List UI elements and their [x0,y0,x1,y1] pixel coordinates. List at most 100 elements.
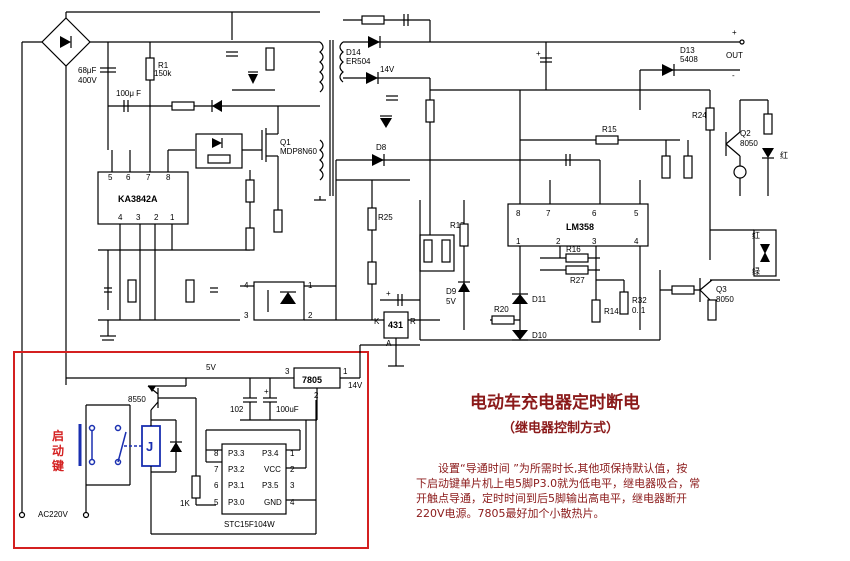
r17-label: R17 [450,221,465,230]
optocoupler: 4 3 1 2 [244,281,313,321]
mcu-pin-p33: P3.3 [228,449,245,458]
v14b-label: 14V [348,381,363,390]
svg-text:4: 4 [634,237,639,246]
svg-text:2: 2 [308,311,313,320]
bridge-rectifier [18,11,320,519]
svg-text:+: + [732,28,737,37]
svg-text:5: 5 [214,498,219,507]
r14-label: R14 [604,307,619,316]
svg-text:1: 1 [290,449,295,458]
mcu-pin-gnd: GND [264,498,282,507]
q1-label: Q1 [280,138,291,147]
svg-text:3: 3 [592,237,597,246]
svg-text:7: 7 [214,465,219,474]
mcu-pin-vcc: VCC [264,465,281,474]
d13-label: D13 [680,46,695,55]
svg-text:R: R [410,317,416,326]
diagram-subtitle: （继电器控制方式） [502,420,619,436]
pnp-8550-label: 8550 [128,395,146,404]
r20-label: R20 [494,305,509,314]
svg-text:3: 3 [136,213,141,222]
lm358-label: LM358 [566,222,594,232]
d11-label: D11 [532,295,547,304]
svg-text:3: 3 [244,311,249,320]
svg-text:4: 4 [290,498,295,507]
r1k-label: 1K [180,499,190,508]
d13-part: 5408 [680,55,698,64]
svg-text:6: 6 [214,481,219,490]
r16-label: R16 [566,245,581,254]
lm358-chip: LM358 8 7 6 5 1 2 3 4 [507,203,649,247]
cap-102-label: 102 [230,405,244,414]
svg-text:1: 1 [516,237,521,246]
svg-text:7: 7 [146,173,151,182]
svg-text:A: A [386,339,392,348]
r27-label: R27 [570,276,585,285]
svg-text:K: K [374,317,380,326]
tl431-label: 431 [388,320,403,330]
r1-label: R1 [158,61,169,70]
svg-text:1: 1 [170,213,175,222]
svg-text:+: + [386,289,391,298]
r32-label: R32 [632,296,647,305]
relay-timer-frame [13,351,369,549]
q2-label: Q2 [740,129,751,138]
svg-text:+: + [536,49,541,58]
cap-in-label: 68μF [78,66,97,75]
out-label: OUT [726,51,743,60]
svg-text:6: 6 [126,173,131,182]
note-line-2: 下启动键单片机上电5脚P3.0就为低电平，继电器吸合，常 [416,476,700,490]
q3-label: Q3 [716,285,727,294]
svg-text:2: 2 [556,237,561,246]
start-key-button[interactable] [78,424,96,466]
mcu-pin-p34: P3.4 [262,449,279,458]
ka3842a-label: KA3842A [118,194,158,204]
mcu-pin-p30: P3.0 [228,498,245,507]
svg-text:8: 8 [516,209,521,218]
svg-text:8: 8 [166,173,171,182]
mcu-pin-p32: P3.2 [228,465,245,474]
d10-label: D10 [532,331,547,340]
regulator-label: 7805 [302,375,322,385]
cap-100u-label: 100μ F [116,89,141,98]
svg-text:7: 7 [546,209,551,218]
v5-label: 5V [206,363,216,372]
r25-label: R25 [378,213,393,222]
svg-text:8: 8 [214,449,219,458]
green-led-label: 绿 [752,267,760,276]
r15-label: R15 [602,125,617,134]
d8-label: D8 [376,143,387,152]
relay-label: J [146,439,153,454]
d9-label: D9 [446,287,457,296]
d9-value: 5V [446,297,456,306]
svg-text:4: 4 [118,213,123,222]
svg-text:6: 6 [592,209,597,218]
d14-part: ER504 [346,57,371,66]
mcu-pin-p31: P3.1 [228,481,245,490]
d14-label: D14 [346,48,361,57]
start-key-char-3: 键 [51,458,64,473]
q2-part: 8050 [740,139,758,148]
svg-text:5: 5 [108,173,113,182]
svg-text:3: 3 [285,367,290,376]
mcu-pin-p35: P3.5 [262,481,279,490]
start-key-char-1: 启 [52,428,64,443]
v14-label: 14V [380,65,395,74]
start-key-char-2: 动 [52,444,64,458]
q1-part: MDP8N60 [280,147,317,156]
ka3842a-chip: KA3842A 5 6 7 8 4 3 2 1 [97,171,189,225]
svg-text:1: 1 [343,367,348,376]
r32-value: 0. 1 [632,306,646,315]
svg-text:3: 3 [290,481,295,490]
r24-label: R24 [692,111,707,120]
stc15f104w-chip: P3.3 P3.2 P3.1 P3.0 P3.4 VCC P3.5 GND ST… [221,443,287,529]
note-line-1: 设置“导通时间 ”为所需时长,其他项保持默认值，按 [438,461,687,475]
r1-value: 150k [154,69,172,78]
mcu-label: STC15F104W [224,520,275,529]
cap-in-voltage: 400V [78,76,97,85]
red-led-1-label: 红 [780,150,788,160]
ac220-label: AC220V [38,510,68,519]
svg-text:2: 2 [290,465,295,474]
svg-text:2: 2 [154,213,159,222]
